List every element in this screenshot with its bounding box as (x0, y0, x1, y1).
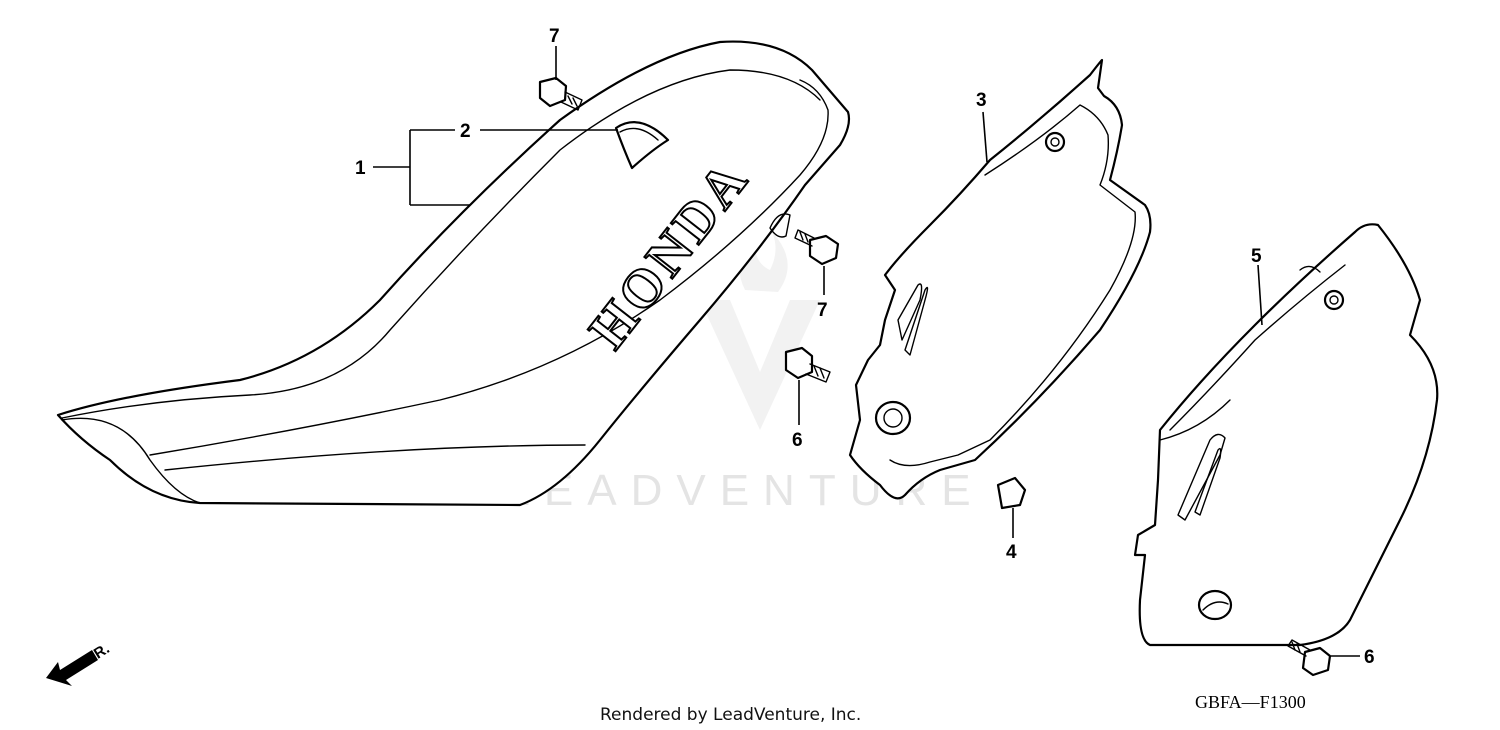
front-arrow-icon (46, 650, 98, 686)
callout-4: 4 (1006, 542, 1017, 563)
bolt-6-center[interactable] (784, 346, 831, 383)
front-direction-indicator: FR. (46, 640, 113, 686)
callout-3: 3 (976, 90, 987, 111)
leader-lines (373, 46, 1360, 657)
leader-5 (1257, 264, 1263, 326)
right-side-cover[interactable] (848, 58, 1152, 500)
callout-5: 5 (1251, 246, 1262, 267)
leader-3 (982, 111, 988, 163)
seat[interactable]: HONDA (56, 40, 851, 507)
callout-7-top: 7 (549, 26, 560, 47)
bolt-7-center[interactable] (794, 229, 840, 266)
callout-1: 1 (355, 158, 366, 179)
callout-6-center: 6 (792, 430, 803, 451)
left-side-cover[interactable] (1133, 223, 1439, 647)
callout-6-lower: 6 (1364, 647, 1375, 668)
callouts: 1 2 7 7 6 3 4 5 6 (355, 26, 1375, 668)
callout-7-center: 7 (817, 300, 828, 321)
bolt-7-top[interactable] (538, 76, 583, 111)
seat-emblem[interactable] (614, 121, 670, 170)
callout-2: 2 (460, 121, 471, 142)
render-credit: Rendered by LeadVenture, Inc. (600, 705, 861, 725)
bolt-6-lower[interactable] (1287, 639, 1332, 677)
cover-nut[interactable] (996, 476, 1027, 510)
diagram-code: GBFA—F1300 (1195, 692, 1306, 712)
leader-1-2 (373, 129, 618, 206)
